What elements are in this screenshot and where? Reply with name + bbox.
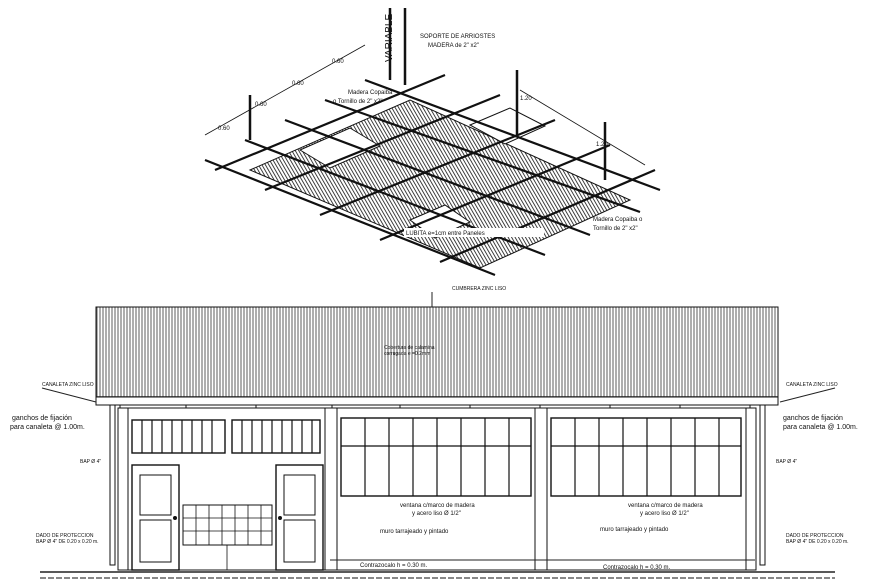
downpipe-right	[759, 404, 766, 566]
bap-right-label: BAP Ø 4"	[776, 459, 797, 465]
plinth-label: Contrazocalo h = 0.30 m.	[360, 563, 428, 569]
wall-label: muro tarrajeado y pintado	[600, 527, 669, 533]
protection-right-label: DADO DE PROTECCION	[786, 533, 844, 539]
ridge-label: CUMBRERA ZINC LISO	[452, 286, 506, 292]
isometric-detail: 0.60 0.60 0.60 0.60 1.20 1.20 VARIABLE S…	[204, 8, 661, 277]
upper-window	[231, 419, 321, 454]
large-window	[550, 417, 742, 497]
door-knob	[173, 516, 177, 520]
window-label: ventana c/marco de madera	[400, 503, 475, 509]
plinth-label: Contrazocalo h = 0.30 m.	[603, 565, 671, 571]
column	[324, 407, 338, 571]
hooks-left-label: para canaleta @ 1.00m.	[10, 424, 85, 431]
grid-beams	[204, 73, 661, 277]
dim-label: 1.20	[596, 142, 608, 148]
hooks-right-label: ganchos de fijación	[783, 415, 843, 422]
center-grid	[182, 504, 273, 546]
variable-label: VARIABLE	[384, 14, 395, 62]
roof-sheet	[95, 306, 779, 398]
window-label: y acero liso Ø 1/2"	[640, 511, 689, 517]
column	[745, 407, 757, 571]
gutter-left-label: CANALETA ZINC LISO	[42, 382, 94, 388]
door-panel	[139, 474, 172, 516]
door-knob	[278, 516, 282, 520]
large-window	[340, 417, 532, 497]
window-label: ventana c/marco de madera	[628, 503, 703, 509]
wood-label-b: Madera Copaiba o	[593, 217, 643, 223]
gutter-right-label: CANALETA ZINC LISO	[786, 382, 838, 388]
protection-left-label: DADO DE PROTECCION	[36, 533, 94, 539]
roof-label: Cobertura de calamina	[384, 345, 435, 351]
upper-window	[131, 419, 226, 454]
protection-left-label: BAP Ø 4" DE 0.20 x 0.20 m.	[36, 539, 99, 545]
bap-left-label: BAP Ø 4"	[80, 459, 101, 465]
door-panel	[283, 474, 316, 516]
open-panel-3	[468, 107, 547, 145]
door-panel	[283, 519, 316, 563]
front-elevation: CUMBRERA ZINC LISO Cobertura de calamina…	[10, 286, 858, 579]
open-panel-1	[298, 127, 382, 169]
protection-right-label: BAP Ø 4" DE 0.20 x 0.20 m.	[786, 539, 849, 545]
ceiling-panels	[248, 99, 632, 269]
support-label: SOPORTE DE ARRIOSTES	[420, 34, 495, 40]
downpipe-left	[109, 404, 116, 566]
eave-fascia	[95, 396, 779, 406]
dimension-lines	[204, 44, 646, 166]
dim-label: 0.60	[255, 102, 267, 108]
hooks-left-label: ganchos de fijación	[12, 415, 72, 422]
dim-label: 0.60	[292, 81, 304, 87]
hangers	[248, 8, 607, 180]
wall-label: muro tarrajeado y pintado	[380, 529, 449, 535]
dim-label: 0.60	[332, 59, 344, 65]
panel-label: LUBITA e=1cm entre Paneles	[406, 231, 485, 237]
support-label: MADERA de 2" x2"	[428, 43, 479, 49]
wood-label: Madera Copaiba	[348, 90, 393, 96]
door-panel	[139, 519, 172, 563]
window-label: y acero liso Ø 1/2"	[412, 511, 461, 517]
wood-label: o Tornillo de 2" x2"	[333, 99, 383, 105]
hooks-right-label: para canaleta @ 1.00m.	[783, 424, 858, 431]
wood-label-b: Tornillo de 2" x2"	[593, 226, 638, 232]
column	[534, 407, 548, 571]
dim-label: 0.60	[218, 126, 230, 132]
panel-label-bg	[404, 228, 544, 237]
column	[117, 407, 129, 571]
roof-label: corrugada e =0.2mm	[384, 351, 430, 357]
dim-label: 1.20	[520, 96, 532, 102]
